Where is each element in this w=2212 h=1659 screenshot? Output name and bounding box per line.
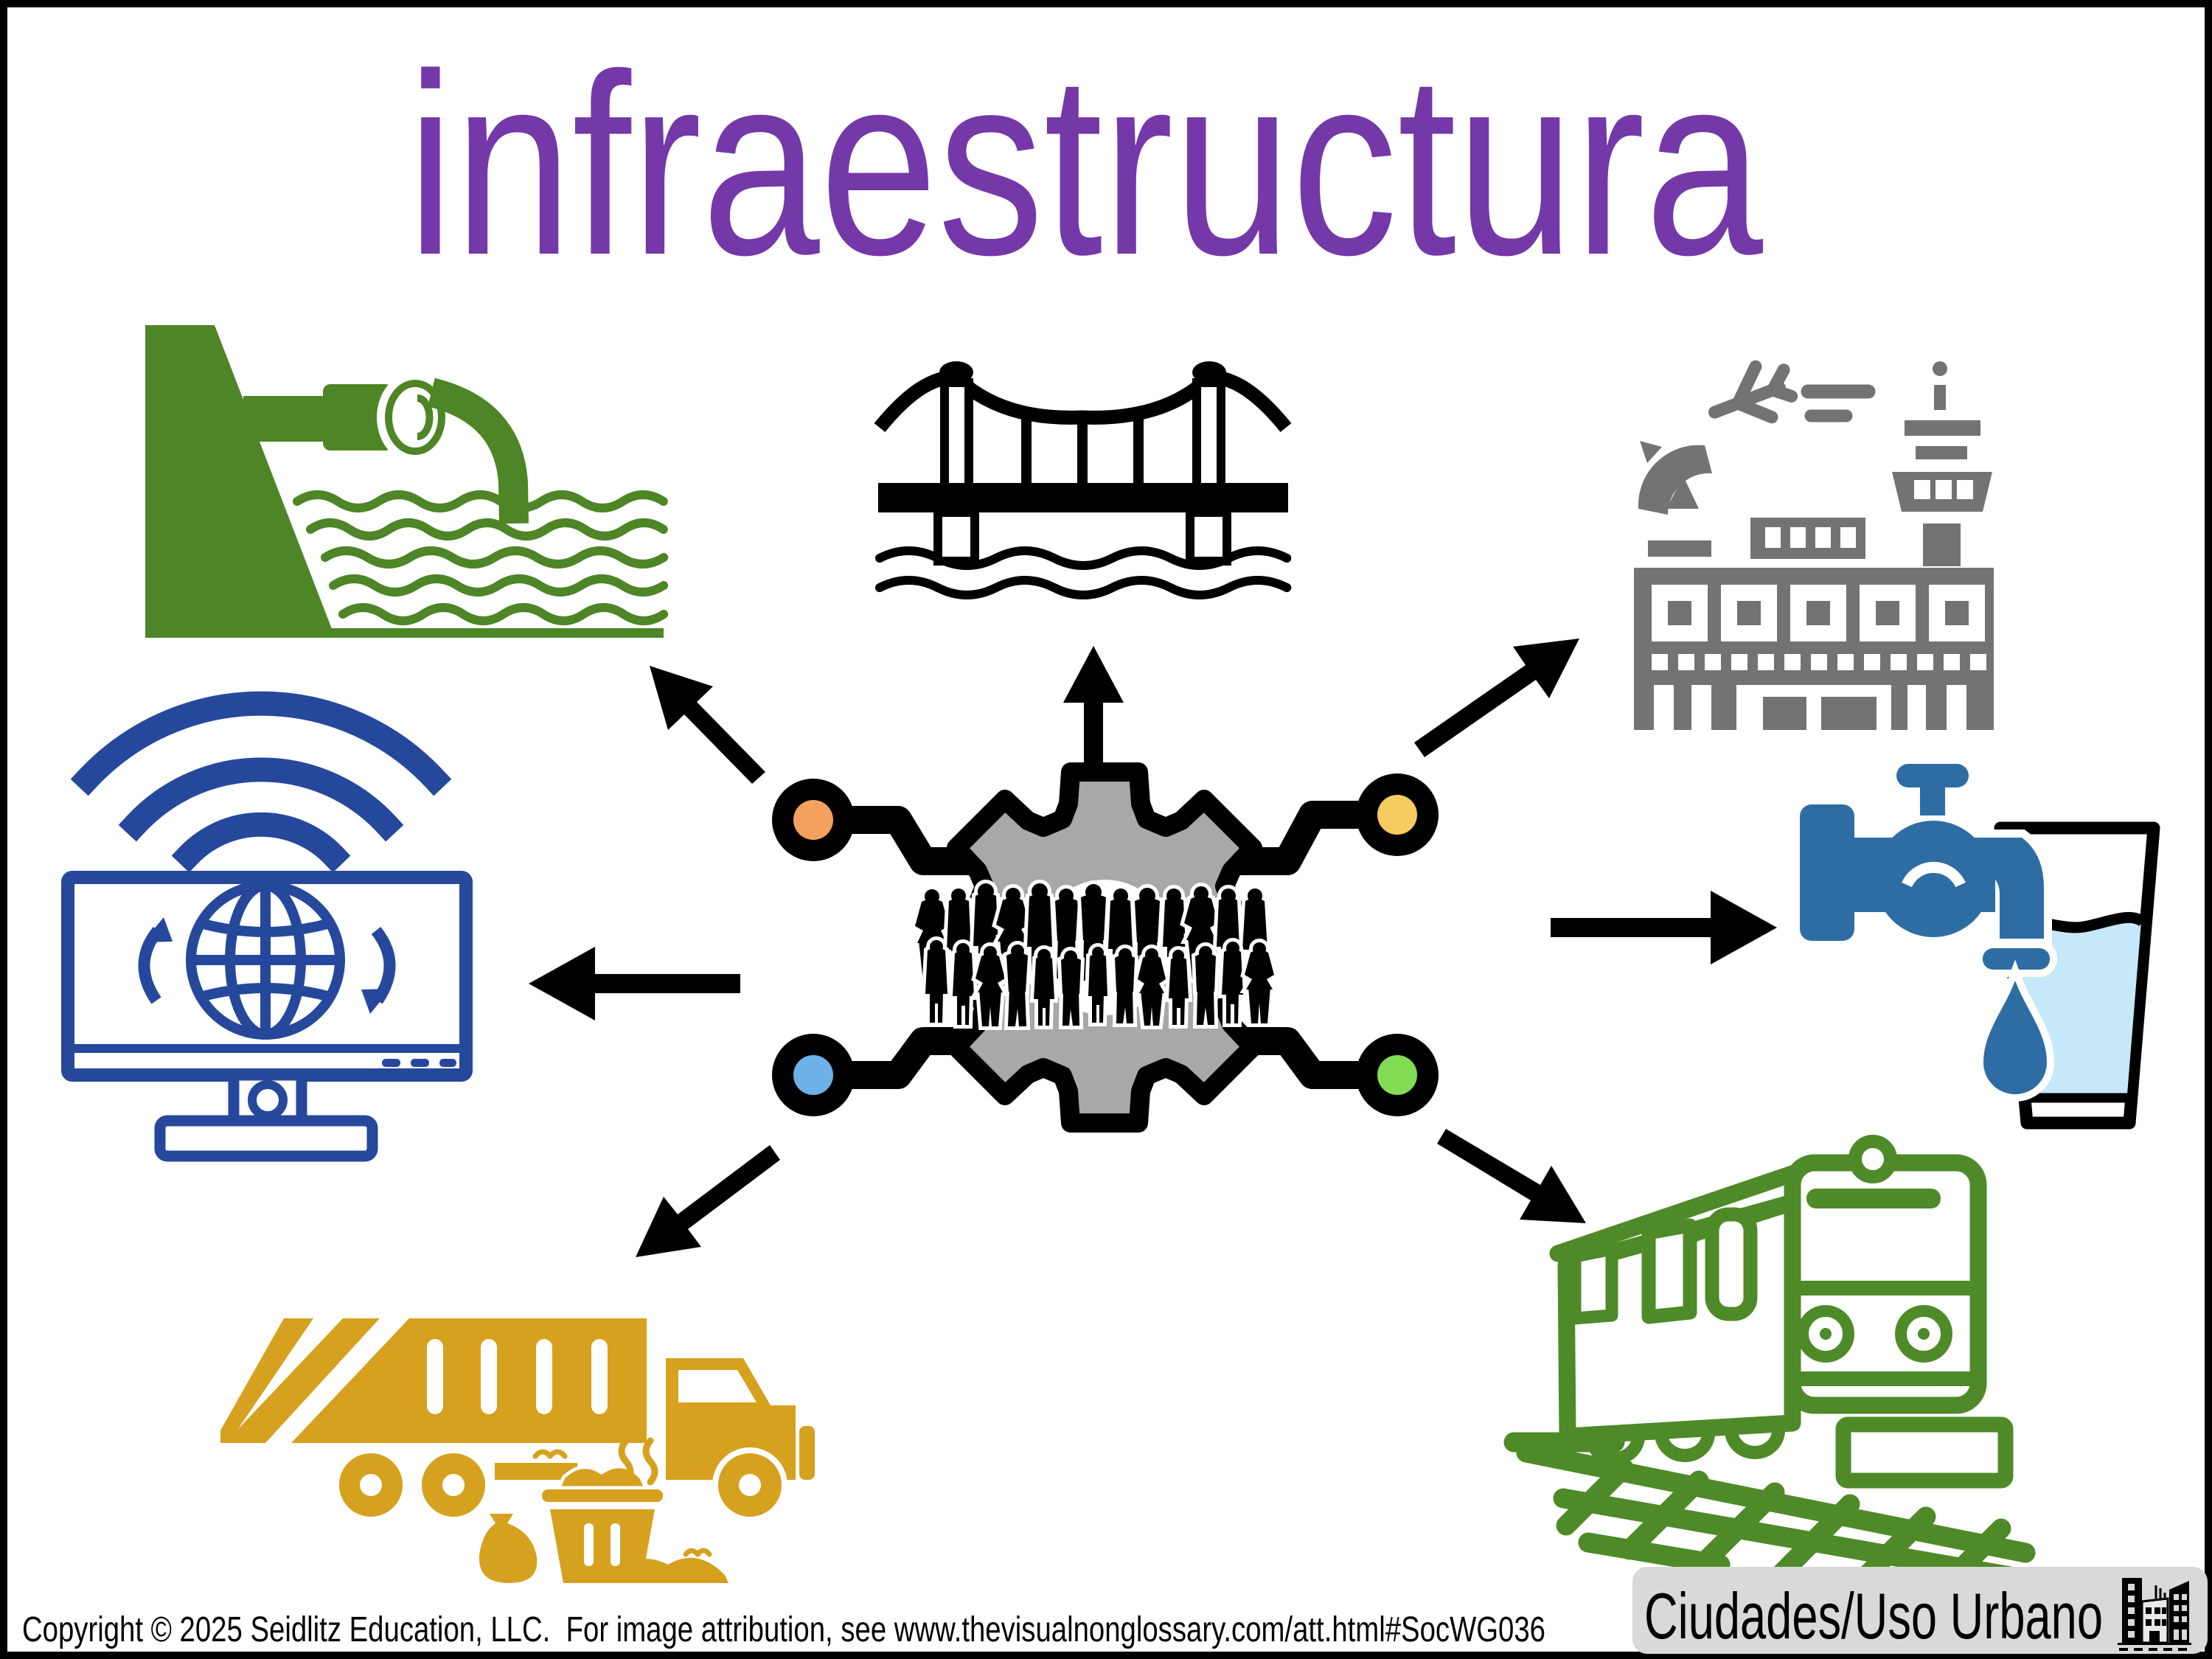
svg-text:infraestructura: infraestructura [407, 21, 1764, 309]
svg-text:Ciudades/Uso Urbano: Ciudades/Uso Urbano [1644, 1579, 2103, 1652]
svg-text:Copyright © 2025 Seidlitz Educ: Copyright © 2025 Seidlitz Education, LLC… [22, 1610, 1545, 1649]
